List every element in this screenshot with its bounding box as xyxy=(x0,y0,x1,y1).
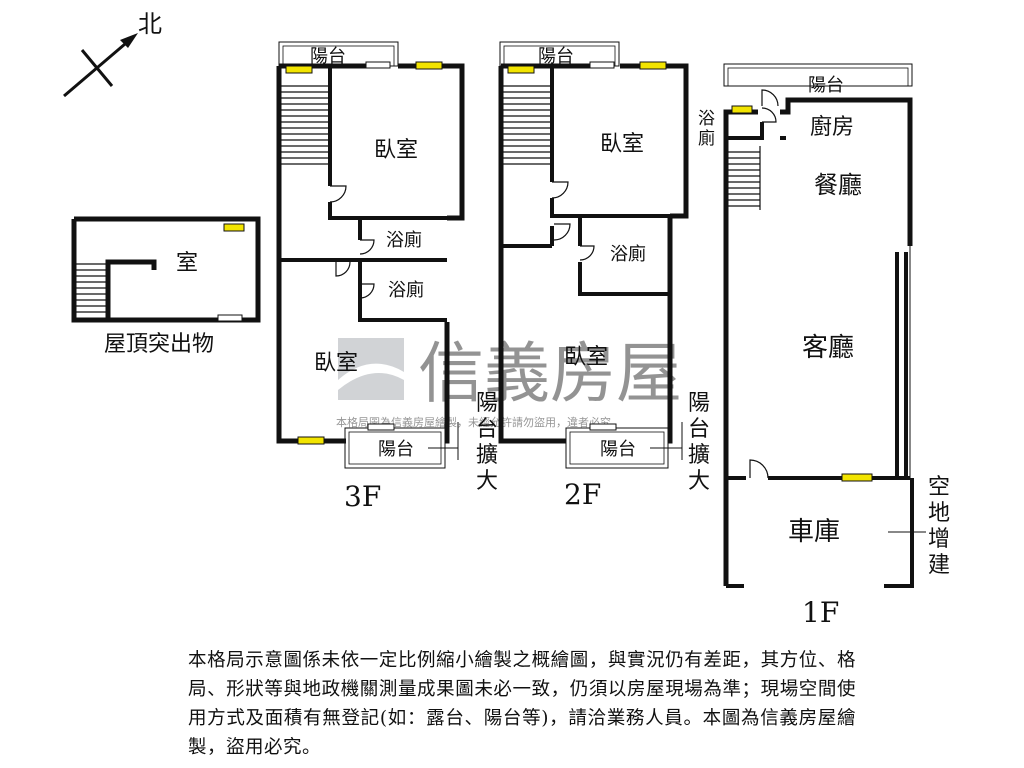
roof-caption: 屋頂突出物 xyxy=(104,332,214,357)
balcony-extension-label-2f: 陽台擴大 xyxy=(688,391,710,494)
door-swing-icon xyxy=(761,89,779,107)
door-swing-icon xyxy=(359,283,375,299)
balcony-extension-label-3f: 陽台擴大 xyxy=(476,391,498,494)
door-icon xyxy=(589,423,617,431)
door-swing-icon xyxy=(749,459,769,479)
window-icon xyxy=(507,65,535,74)
bedroom-upper-label-2f: 臥室 xyxy=(600,132,644,157)
balcony-top-label-2f: 陽台 xyxy=(538,46,574,67)
door-swing-icon xyxy=(329,185,347,203)
bath-lower-label-3f: 浴廁 xyxy=(388,279,424,301)
bedroom-upper-label-3f: 臥室 xyxy=(374,138,418,163)
door-swing-icon xyxy=(551,181,569,199)
bath-label-2f: 浴廁 xyxy=(610,243,646,265)
window-icon xyxy=(297,436,325,445)
balcony-label-1f: 陽台 xyxy=(808,75,844,96)
floor-label-3f: 3F xyxy=(344,480,381,513)
window-icon xyxy=(731,105,753,114)
roof-room-label: 室 xyxy=(176,251,198,276)
disclaimer-text: 本格局示意圖係未依一定比例縮小繪製之概繪圖，與實況仍有差距，其方位、格局、形狀等… xyxy=(188,650,856,758)
floor-2f: 陽台 臥室 浴廁 臥室 陽台 陽台擴大 2F xyxy=(498,41,710,511)
watermark: 信義房屋 本格局圖為信義房屋繪製，未經允許請勿盜用，違者必究 xyxy=(336,335,682,429)
garage-label-1f: 車庫 xyxy=(788,517,840,547)
open-space-addition-label: 空地增建 xyxy=(928,475,950,578)
door-swing-icon xyxy=(359,239,375,255)
watermark-brand: 信義房屋 xyxy=(418,335,682,412)
door-icon xyxy=(365,61,391,69)
balcony-top-label-3f: 陽台 xyxy=(310,46,346,67)
bedroom-lower-label-2f: 臥室 xyxy=(564,345,608,370)
door-swing-icon xyxy=(553,223,571,241)
north-arrow xyxy=(63,33,138,98)
door-swing-icon xyxy=(335,261,351,277)
north-label: 北 xyxy=(138,10,162,38)
roof-stairs xyxy=(76,263,106,313)
bedroom-lower-label-3f: 臥室 xyxy=(314,351,358,376)
kitchen-label-1f: 廚房 xyxy=(810,115,854,140)
window-icon xyxy=(639,61,667,70)
window-icon xyxy=(223,223,245,232)
bath-label-1f: 浴廁 xyxy=(698,109,715,149)
balcony-bottom-label-2f: 陽台 xyxy=(600,439,636,460)
bath-upper-label-3f: 浴廁 xyxy=(386,229,422,251)
floor-label-2f: 2F xyxy=(564,478,601,511)
balcony-bottom-label-3f: 陽台 xyxy=(378,439,414,460)
door-icon xyxy=(589,61,615,69)
dining-label-1f: 餐廳 xyxy=(814,171,862,199)
arrow-head-icon xyxy=(120,33,138,48)
roof-structure: 室 屋頂突出物 xyxy=(71,216,261,357)
door-swing-icon xyxy=(761,107,777,123)
watermark-notice: 本格局圖為信義房屋繪製，未經允許請勿盜用，違者必究 xyxy=(336,415,611,429)
watermark-logo-icon xyxy=(338,338,404,400)
window-icon xyxy=(285,65,313,74)
door-swing-icon xyxy=(579,245,595,261)
door-icon xyxy=(217,314,243,322)
floor-1f: 陽台 浴廁 廚房 餐廳 客廳 車庫 空地增建 1F xyxy=(698,63,950,629)
door-icon xyxy=(367,423,395,431)
window-icon xyxy=(841,473,873,482)
stairs-2f xyxy=(503,85,550,165)
living-label-1f: 客廳 xyxy=(802,333,854,363)
stairs-3f xyxy=(281,85,328,165)
stairs-1f xyxy=(728,146,761,210)
window-icon xyxy=(415,61,443,70)
floor-label-1f: 1F xyxy=(802,596,839,629)
floor-3f: 陽台 臥室 浴廁 浴廁 臥室 陽台 陽台擴大 3F xyxy=(276,41,498,513)
